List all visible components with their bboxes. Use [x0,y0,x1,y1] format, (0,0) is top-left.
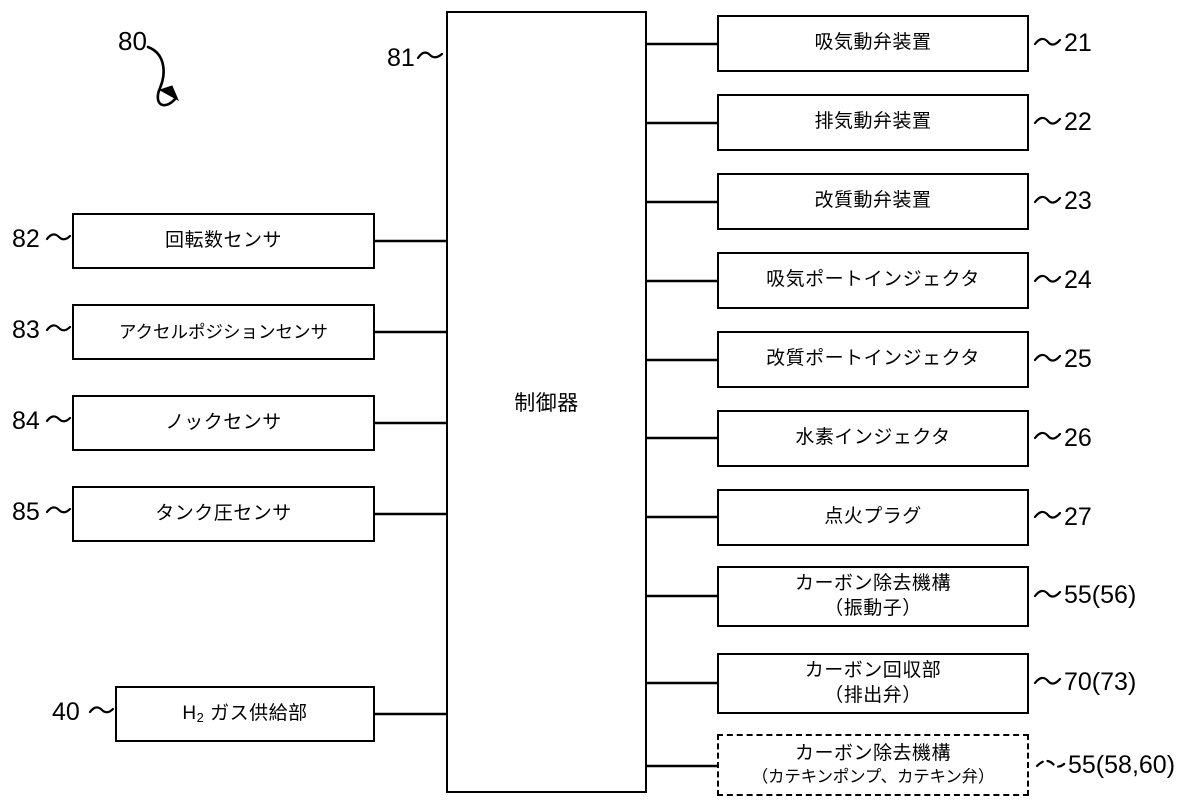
output-box-reform-valve-device: 改質動弁装置 [717,173,1029,230]
h2-prefix: H [182,702,197,724]
output-label-24: 吸気ポートインジェクタ [766,269,980,291]
output-label-55-56-line1: カーボン除去機構 [794,573,951,595]
output-box-carbon-recovery-discharge-valve: カーボン回収部 （排出弁） [717,653,1029,714]
leader-55-56 [1033,589,1062,598]
output-box-hydrogen-injector: 水素インジェクタ [717,410,1029,467]
leader-22 [1033,116,1062,125]
output-box-intake-port-injector: 吸気ポートインジェクタ [717,252,1029,309]
output-label-21: 吸気動弁装置 [814,32,932,54]
leader-40 [88,706,115,714]
output-ref-24: 24 [1064,266,1092,294]
leader-26 [1033,431,1062,440]
leader-82 [45,233,72,241]
output-label-55-58-60-line2: （カテキンポンプ、カテキン弁） [751,767,995,786]
leader-55-58-60-dashed [1035,759,1068,768]
output-box-reform-port-injector: 改質ポートインジェクタ [717,331,1029,388]
input-box-rotation-sensor: 回転数センサ [72,213,375,269]
output-box-carbon-removal-catechin: カーボン除去機構 （カテキンポンプ、カテキン弁） [717,734,1029,796]
output-ref-26: 26 [1064,424,1092,452]
input-ref-84: 84 [12,407,40,435]
output-label-55-56-line2: （振動子） [824,597,922,619]
output-label-23: 改質動弁装置 [814,190,932,212]
input-box-accel-position-sensor: アクセルポジションセンサ [72,304,375,360]
output-ref-70-73: 70(73) [1064,668,1137,696]
leader-25 [1033,353,1062,362]
leader-81 [416,51,444,60]
output-box-exhaust-valve-device: 排気動弁装置 [717,94,1029,151]
input-label-40: H2 ガス供給部 [182,702,307,726]
output-ref-25: 25 [1064,345,1092,373]
output-label-70-73-line2: （排出弁） [824,684,922,706]
input-ref-85: 85 [12,498,40,526]
leader-24 [1033,274,1062,283]
output-label-55-58-60-line1: カーボン除去機構 [794,743,951,765]
output-box-spark-plug: 点火プラグ [717,489,1029,546]
output-label-25: 改質ポートインジェクタ [766,348,980,370]
output-label-22: 排気動弁装置 [814,111,932,133]
output-ref-22: 22 [1064,108,1092,136]
input-ref-40: 40 [52,698,80,726]
figure-ref-arrow-head [158,85,180,102]
output-ref-55-56: 55(56) [1064,581,1137,609]
output-label-70-73-line1: カーボン回収部 [804,660,942,682]
output-ref-27: 27 [1064,503,1092,531]
input-box-h2-gas-supply: H2 ガス供給部 [115,686,375,742]
controller-box: 制御器 [446,11,647,793]
leader-84 [45,415,72,423]
output-box-intake-valve-device: 吸気動弁装置 [717,15,1029,72]
leader-27 [1033,510,1062,519]
output-ref-55-58-60: 55(58,60) [1068,751,1176,779]
h2-subscript: 2 [196,709,205,725]
input-box-tank-pressure-sensor: タンク圧センサ [72,486,375,542]
leader-85 [45,506,72,514]
controller-label: 制御器 [514,392,579,415]
leader-70-73 [1033,676,1062,685]
h2-suffix: ガス供給部 [204,702,308,724]
input-label-84: ノックセンサ [165,411,282,433]
leader-83 [45,324,72,332]
output-label-26: 水素インジェクタ [795,427,951,449]
input-ref-83: 83 [12,316,40,344]
leader-23 [1033,195,1062,204]
figure-ref-arrow-shaft [146,45,178,107]
output-label-27: 点火プラグ [824,506,922,528]
input-label-82: 回転数センサ [164,229,282,251]
controller-ref-81: 81 [387,44,415,72]
input-ref-82: 82 [12,225,40,253]
leader-21 [1033,37,1062,46]
output-ref-23: 23 [1064,187,1092,215]
input-label-83: アクセルポジションセンサ [118,321,329,342]
output-box-carbon-removal-vibrator: カーボン除去機構 （振動子） [717,566,1029,627]
output-ref-21: 21 [1064,29,1092,57]
input-label-85: タンク圧センサ [155,502,292,524]
figure-ref-80: 80 [118,26,147,56]
input-box-knock-sensor: ノックセンサ [72,395,375,451]
